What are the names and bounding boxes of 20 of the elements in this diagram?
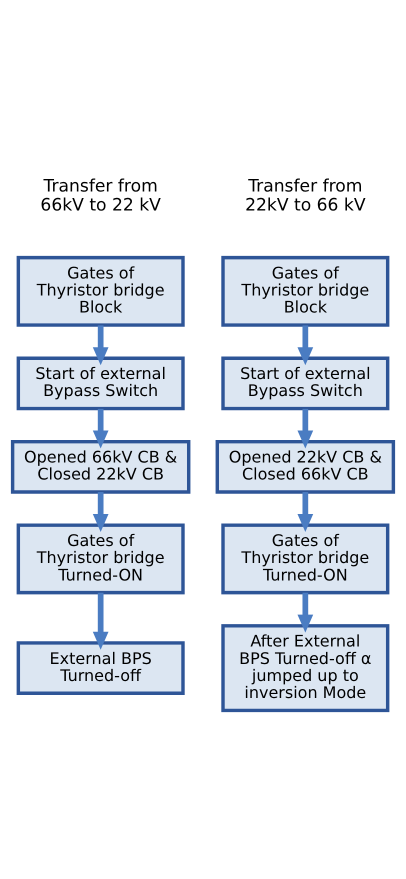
- arrow: [92, 408, 109, 448]
- arrow: [92, 324, 109, 365]
- node-box: Opened 66kV CB & Closed 22kV CB: [10, 440, 190, 494]
- node-box: Gates of Thyristor bridge Block: [221, 255, 390, 326]
- node-box: After External BPS Turned-off α jumped up to inversion Mode: [221, 624, 390, 712]
- arrow: [297, 592, 314, 632]
- node-box: Start of external Bypass Switch: [221, 356, 390, 410]
- arrow: [297, 324, 314, 365]
- node-box: Gates of Thyristor bridge Turned-ON: [221, 522, 390, 594]
- node-box: Gates of Thyristor bridge Block: [16, 255, 185, 326]
- node-box: Gates of Thyristor bridge Turned-ON: [16, 522, 185, 594]
- label: Transfer from 22kV to 66 kV: [245, 176, 366, 216]
- arrow: [297, 492, 314, 532]
- arrow: [92, 492, 109, 532]
- arrow: [92, 592, 109, 650]
- node-box: External BPS Turned-off: [16, 640, 185, 694]
- arrow: [297, 408, 314, 448]
- node-box: Start of external Bypass Switch: [16, 356, 185, 410]
- label: Transfer from 66kV to 22 kV: [40, 176, 161, 216]
- node-box: Opened 22kV CB & Closed 66kV CB: [216, 440, 396, 494]
